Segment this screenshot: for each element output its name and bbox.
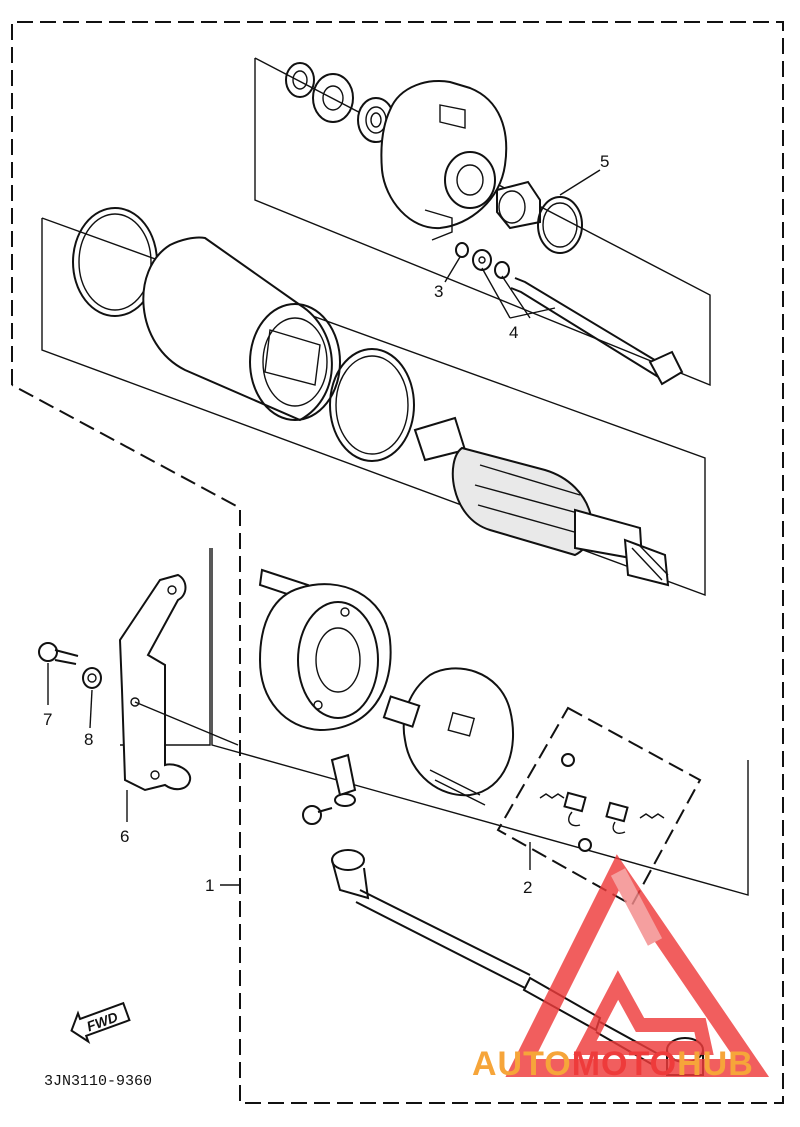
- front-cover-parts: [285, 62, 684, 386]
- shim-large: [312, 73, 354, 123]
- front-cover-group-outline: [254, 57, 711, 387]
- callout-6: 6: [120, 827, 129, 846]
- callout-8: 8: [84, 730, 93, 749]
- brush-a: [563, 791, 587, 813]
- fwd-arrow: FWD: [70, 1001, 131, 1044]
- washer-4a: [472, 249, 492, 271]
- brush-holder: [402, 667, 515, 797]
- watermark-auto: AUTO: [472, 1045, 572, 1083]
- terminal-post: [330, 753, 357, 797]
- watermark-text: AUTOMOTOHUB: [472, 1045, 754, 1083]
- o-ring-large-right: [329, 348, 415, 462]
- rear-cover: [258, 583, 392, 732]
- bracket-bolt: [38, 642, 79, 665]
- brush-screw-b: [578, 838, 592, 852]
- yoke-parts: [72, 207, 670, 587]
- callout-2: 2: [523, 878, 532, 897]
- callout-4: 4: [509, 323, 518, 342]
- watermark-triangle-inner: [573, 970, 714, 1055]
- brush-spring-b: [639, 813, 665, 819]
- callout-5: 5: [600, 152, 609, 171]
- assembly-boundary: [11, 21, 784, 1104]
- yoke-group-outline: [41, 217, 706, 597]
- washer-3: [455, 242, 469, 258]
- through-bolt: [510, 277, 684, 386]
- callout-3: 3: [434, 282, 443, 301]
- front-cover: [380, 80, 508, 230]
- diagram-code: 3JN3110-9360: [44, 1073, 152, 1090]
- watermark-hub: HUB: [677, 1045, 754, 1083]
- brush-b: [605, 801, 629, 823]
- rear-cover-group-outline: [211, 548, 749, 896]
- brush-spring-a: [539, 793, 565, 799]
- shim-small: [285, 62, 315, 98]
- watermark-triangle-outer: [505, 854, 770, 1077]
- brush-set-box: [496, 706, 702, 907]
- armature: [413, 416, 670, 587]
- yoke: [142, 236, 333, 422]
- bracket: [118, 573, 192, 792]
- callout-1: 1: [205, 876, 214, 895]
- washer-4b: [494, 261, 510, 279]
- screw: [302, 805, 333, 825]
- rear-cover-parts: [258, 568, 704, 1076]
- bushing: [496, 180, 541, 230]
- brush-screw-a: [561, 753, 575, 767]
- o-ring-5: [537, 196, 583, 254]
- bracket-nut: [82, 667, 102, 689]
- bracket-parts: [38, 573, 239, 822]
- watermark-logo: [505, 854, 770, 1077]
- watermark-moto: MOTO: [572, 1045, 677, 1083]
- callout-7: 7: [43, 710, 52, 729]
